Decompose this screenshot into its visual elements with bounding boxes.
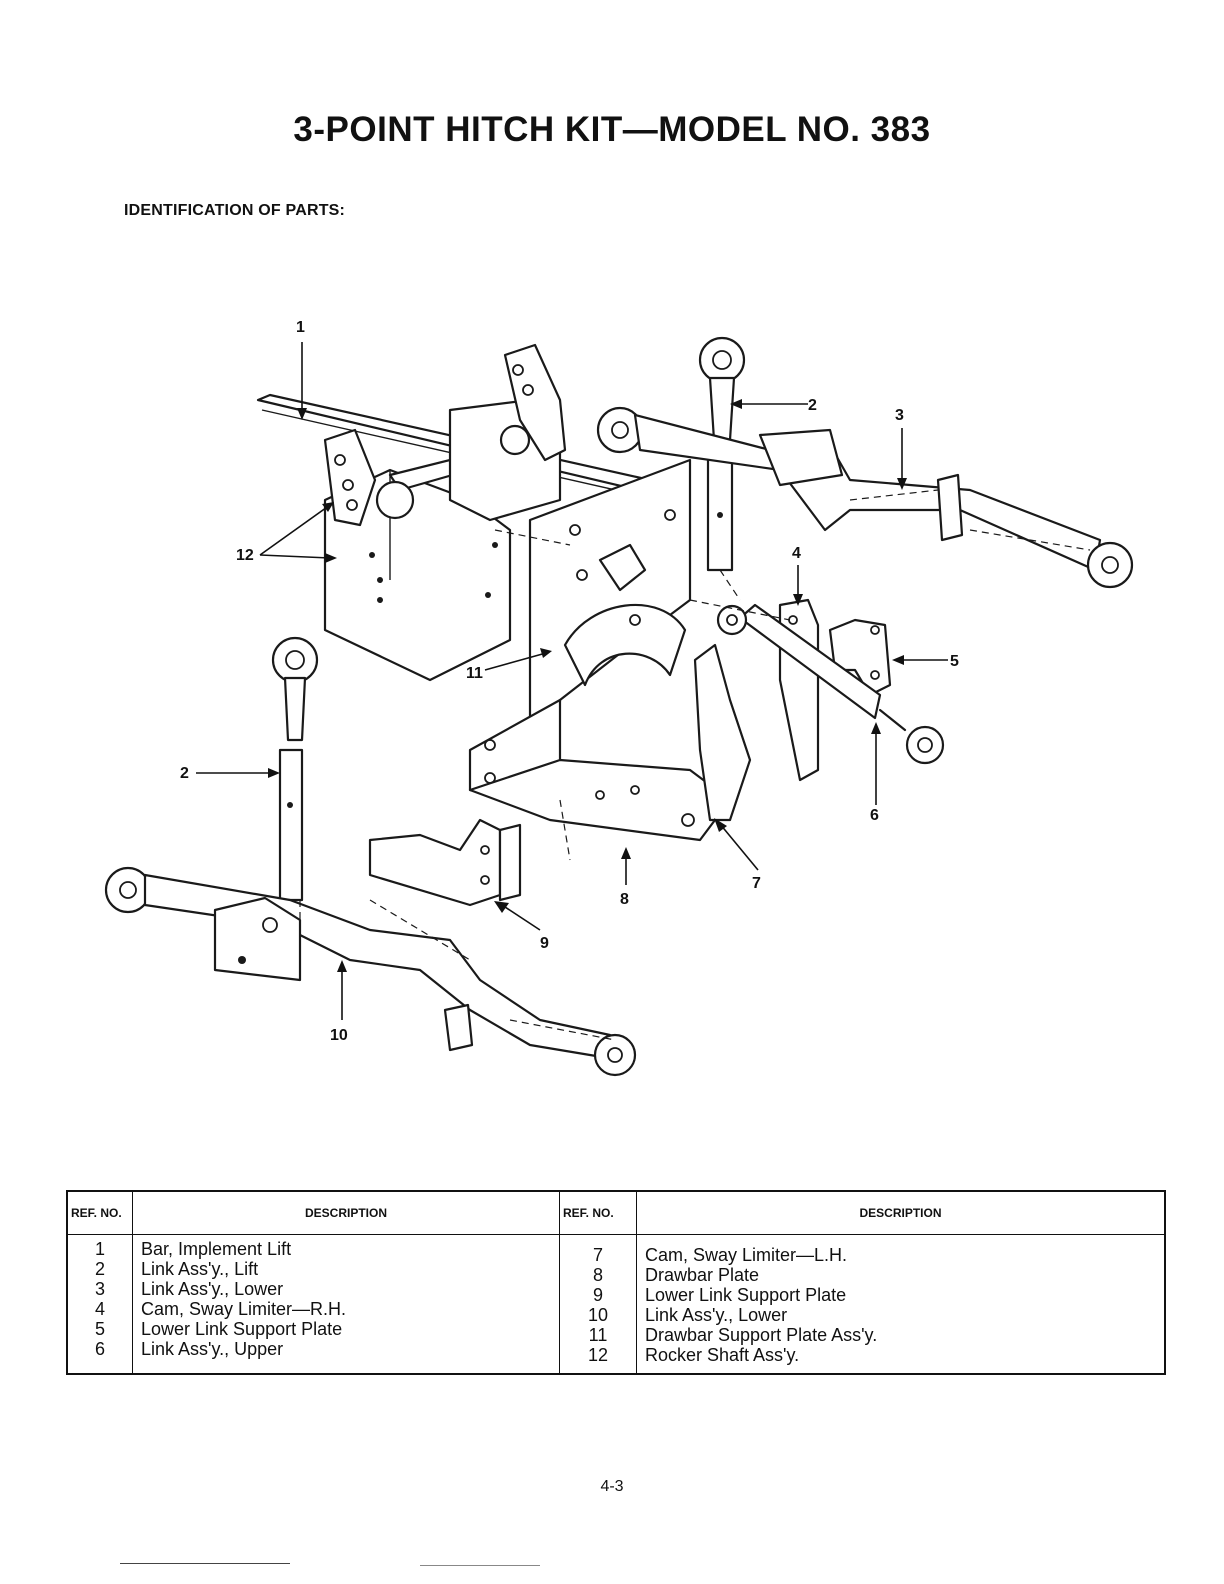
- ref-number: 7: [592, 1245, 603, 1265]
- part-description: Lower Link Support Plate: [645, 1285, 847, 1305]
- ref-number: 3: [94, 1279, 105, 1299]
- part-description: Link Ass'y., Lift: [141, 1259, 259, 1279]
- description-column-left: Bar, Implement Lift Link Ass'y., Lift Li…: [132, 1234, 560, 1374]
- callout-2-right: 2: [808, 397, 817, 414]
- description-column-right: Cam, Sway Limiter—L.H. Drawbar Plate Low…: [636, 1234, 1166, 1374]
- upper-link-assembly: [716, 603, 945, 765]
- lower-link-assembly-left: [104, 866, 637, 1077]
- part-description: Link Ass'y., Lower: [141, 1279, 284, 1299]
- ref-number: 11: [588, 1325, 608, 1345]
- page-title: 3-POINT HITCH KIT—MODEL NO. 383: [293, 110, 931, 149]
- scan-artifact-line: [120, 1563, 290, 1564]
- page-number: 4-3: [600, 1478, 624, 1495]
- parts-identification-table: REF. NO. DESCRIPTION REF. NO. DESCRIPTIO…: [66, 1190, 1166, 1375]
- callout-6: 6: [870, 807, 879, 824]
- ref-number: 1: [94, 1239, 105, 1259]
- ref-number: 8: [592, 1265, 603, 1285]
- callout-2-left: 2: [180, 765, 189, 782]
- scan-artifact-line: [420, 1565, 540, 1566]
- cam-sway-limiter-lh: [693, 643, 752, 822]
- ref-number: 10: [587, 1305, 609, 1325]
- ref-number: 2: [94, 1259, 105, 1279]
- ref-column-right: 7 8 9 10 11 12: [559, 1234, 637, 1374]
- exploded-parts-diagram: 1 2 3 4 5 6 7 8 9 10 11 12 2: [104, 319, 1134, 1077]
- rocker-shaft-assembly: [323, 343, 567, 682]
- lift-link-left: [271, 636, 319, 902]
- callout-10: 10: [330, 1027, 348, 1044]
- part-description: Cam, Sway Limiter—L.H.: [645, 1245, 848, 1265]
- part-description: Drawbar Plate: [645, 1265, 760, 1285]
- callout-1: 1: [296, 319, 305, 336]
- callout-8: 8: [620, 891, 629, 908]
- lift-link-right: [698, 336, 746, 572]
- part-description: Drawbar Support Plate Ass'y.: [645, 1325, 878, 1345]
- ref-number: 6: [94, 1339, 105, 1359]
- callout-leaders: [196, 342, 948, 1020]
- ref-no-header-left: REF. NO.: [66, 1190, 133, 1235]
- callout-11: 11: [466, 665, 483, 682]
- callout-12: 12: [236, 547, 254, 564]
- callout-3: 3: [895, 407, 904, 424]
- lower-link-right: [596, 406, 1134, 589]
- callout-7: 7: [752, 875, 761, 892]
- ref-number: 9: [592, 1285, 603, 1305]
- part-description: Link Ass'y., Lower: [645, 1305, 788, 1325]
- ref-number: 4: [94, 1299, 105, 1319]
- ref-no-header-right: REF. NO.: [559, 1190, 637, 1235]
- callout-9: 9: [540, 935, 549, 952]
- part-description: Link Ass'y., Upper: [141, 1339, 284, 1359]
- part-description: Lower Link Support Plate: [141, 1319, 343, 1339]
- callout-5: 5: [950, 653, 959, 670]
- part-description: Bar, Implement Lift: [141, 1239, 292, 1259]
- callout-4: 4: [792, 545, 801, 562]
- lower-link-support-plate-left: [368, 818, 522, 907]
- ref-number: 5: [94, 1319, 105, 1339]
- part-description: Cam, Sway Limiter—R.H.: [141, 1299, 347, 1319]
- description-header-right: DESCRIPTION: [636, 1190, 1166, 1235]
- description-header-left: DESCRIPTION: [132, 1190, 560, 1235]
- part-description: Rocker Shaft Ass'y.: [645, 1345, 800, 1365]
- ref-number: 12: [587, 1345, 609, 1365]
- ref-column-left: 1 2 3 4 5 6: [66, 1234, 133, 1374]
- section-heading: IDENTIFICATION OF PARTS:: [124, 202, 346, 219]
